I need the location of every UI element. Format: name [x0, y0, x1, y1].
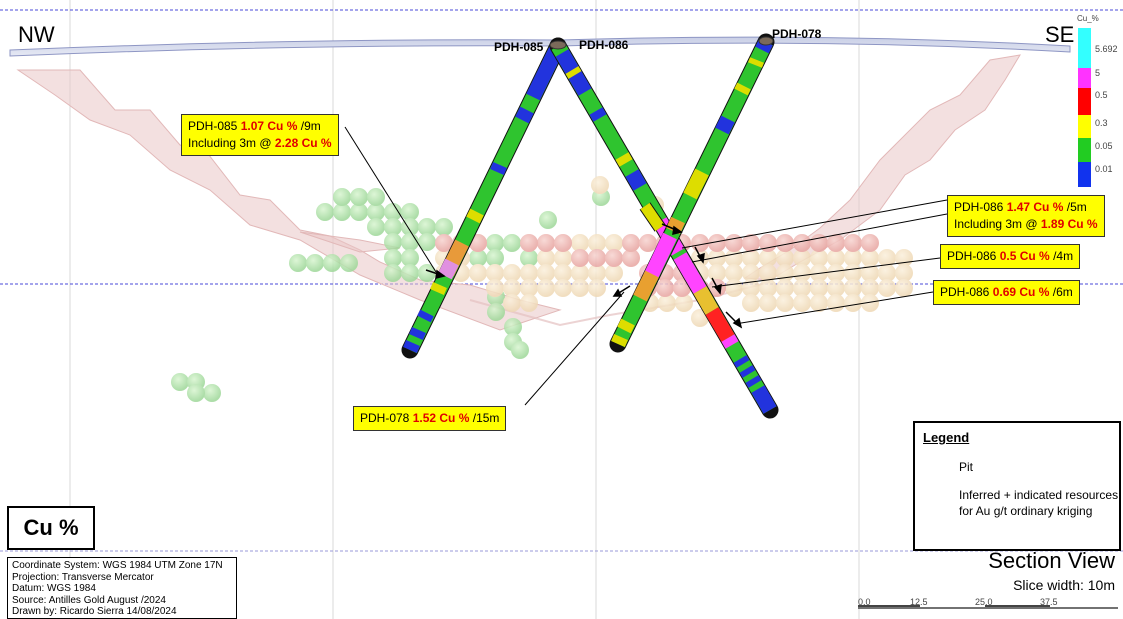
callout-hole: PDH-086 [940, 285, 990, 299]
callout-pdh-086-a: PDH-086 1.47 Cu % /5m Including 3m @ 1.8… [947, 195, 1105, 237]
callout-grade: 1.07 Cu % [240, 119, 298, 133]
callout-length: /6m [1052, 285, 1073, 299]
callout-length: /5m [1066, 200, 1087, 214]
callout-length: /9m [300, 119, 321, 133]
callout-including: Including 3m @ [188, 136, 272, 150]
callout-hole: PDH-086 [947, 249, 997, 263]
scale-label: 37.5 [1040, 597, 1058, 607]
callout-grade: 1.47 Cu % [1006, 200, 1064, 214]
callout-pdh-085: PDH-085 1.07 Cu % /9m Including 3m @ 2.2… [181, 114, 339, 156]
scale-label: 12.5 [910, 597, 928, 607]
se-label: SE [1045, 22, 1075, 47]
colorbar-label: 0.3 [1095, 118, 1108, 128]
nw-label: NW [18, 22, 55, 47]
colorbar-swatch [1078, 28, 1091, 68]
colorbar-swatch [1078, 88, 1091, 115]
callout-length: /15m [472, 411, 500, 425]
hole-label-pdh-086: PDH-086 [579, 38, 629, 52]
topography-surface [9, 36, 1071, 57]
callout-grade: 0.5 Cu % [999, 249, 1050, 263]
colorbar-label: 0.05 [1095, 141, 1113, 151]
colorbar-swatch [1078, 115, 1091, 138]
legend-pit-label: Pit [959, 460, 974, 474]
interval-arrows [425, 223, 743, 329]
drillhole-pdh-085 [401, 37, 567, 359]
colorbar-label: 5 [1095, 68, 1101, 78]
callout-grade: 1.52 Cu % [412, 411, 470, 425]
drillhole-pdh-086 [549, 37, 779, 419]
scale-label: 25.0 [975, 597, 993, 607]
scale-bar [858, 605, 1118, 609]
legend-title: Legend [923, 430, 970, 445]
colorbar-swatch [1078, 162, 1091, 187]
callout-hole: PDH-078 [360, 411, 410, 425]
hole-label-pdh-078: PDH-078 [772, 27, 822, 41]
callout-pdh-078: PDH-078 1.52 Cu % /15m [353, 406, 507, 431]
map-info-box: Coordinate System: WGS 1984 UTM Zone 17N… [7, 557, 237, 619]
collar-pdh-078 [758, 36, 774, 46]
cu-color-bar [1078, 28, 1091, 187]
scale-label: 0.0 [858, 597, 871, 607]
drillhole-pdh-078 [609, 33, 775, 353]
section-view-title: Section View [988, 548, 1115, 573]
callout-grade-2: 1.89 Cu % [1040, 217, 1098, 231]
resource-blocks [171, 176, 913, 402]
info-line: Coordinate System: WGS 1984 UTM Zone 17N [12, 560, 223, 571]
colorbar-label: 5.692 [1095, 44, 1118, 54]
drillholes [401, 33, 779, 419]
legend: Legend Pit Inferred + indicated resource… [913, 421, 1121, 551]
colorbar-swatch [1078, 138, 1091, 162]
info-line: Datum: WGS 1984 [12, 583, 96, 595]
legend-resources-line-2: for Au g/t ordinary kriging [959, 504, 1093, 518]
callout-pdh-086-b: PDH-086 0.5 Cu % /4m [940, 244, 1081, 269]
callout-length: /4m [1053, 249, 1074, 263]
colorbar-label: 0.5 [1095, 90, 1108, 100]
slice-width-label: Slice width: 10m [1013, 577, 1115, 593]
callout-hole: PDH-085 [188, 119, 238, 133]
variable-label: Cu % [7, 506, 95, 550]
callout-including: Including 3m @ [954, 217, 1038, 231]
legend-resources-label: Inferred + indicated resources for Au g/… [959, 487, 1118, 519]
callout-pdh-086-c: PDH-086 0.69 Cu % /6m [933, 280, 1080, 305]
callout-hole: PDH-086 [954, 200, 1004, 214]
colorbar-label: 0.01 [1095, 164, 1113, 174]
hole-label-pdh-085: PDH-085 [494, 40, 544, 54]
legend-resources-line-1: Inferred + indicated resources [959, 488, 1119, 502]
callout-grade-2: 2.28 Cu % [274, 136, 332, 150]
collar-pdh-085-086 [549, 40, 567, 50]
info-line: Source: Antilles Gold August /2024 [12, 594, 166, 606]
info-line: Drawn by: Ricardo Sierra 14/08/2024 [12, 606, 177, 618]
colorbar-title: Cu_% [1077, 14, 1099, 23]
info-line: Projection: Transverse Mercator [12, 571, 154, 583]
colorbar-swatch [1078, 68, 1091, 88]
leader-lines [344, 126, 948, 406]
callout-grade: 0.69 Cu % [992, 285, 1050, 299]
